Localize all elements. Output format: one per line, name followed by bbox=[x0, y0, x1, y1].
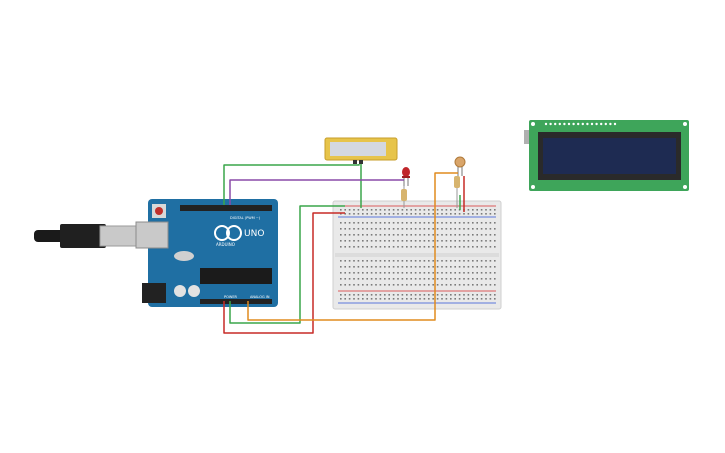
led[interactable] bbox=[402, 167, 410, 186]
ambient-light-sensor[interactable] bbox=[324, 137, 398, 164]
usb-port bbox=[135, 221, 169, 249]
power-jack bbox=[142, 283, 166, 303]
usb-cable[interactable] bbox=[34, 224, 137, 248]
wire-green-sensor-to-d13[interactable] bbox=[223, 164, 360, 205]
breadboard[interactable] bbox=[332, 200, 502, 310]
lcd-16x2-display[interactable] bbox=[524, 120, 689, 191]
digital-header-label: DIGITAL (PWM ~) bbox=[230, 216, 261, 220]
arduino-brand: UNO bbox=[244, 229, 264, 239]
wires bbox=[223, 164, 465, 334]
power-header-label: POWER bbox=[224, 295, 238, 299]
power-analog-header bbox=[200, 299, 272, 304]
microcontroller-chip bbox=[200, 268, 272, 284]
resistor-led[interactable] bbox=[401, 186, 407, 208]
arduino-maker: ARDUINO bbox=[216, 242, 235, 247]
wire-green-gnd-to-breadboard[interactable] bbox=[229, 205, 345, 324]
wire-orange-a0-to-photoresistor[interactable] bbox=[247, 172, 458, 321]
resistor-photoresistor[interactable] bbox=[454, 176, 460, 208]
arduino-uno-board[interactable]: UNO ARDUINO DIGITAL (PWM ~) POWER ANALOG… bbox=[135, 199, 278, 307]
photoresistor[interactable] bbox=[454, 156, 466, 176]
wire-red-5v-to-breadboard[interactable] bbox=[223, 212, 345, 334]
lcd-pin-row bbox=[544, 122, 617, 126]
analog-header-label: ANALOG IN bbox=[250, 295, 270, 299]
digital-header bbox=[180, 205, 272, 211]
wire-purple-led-to-digital[interactable] bbox=[229, 179, 404, 205]
